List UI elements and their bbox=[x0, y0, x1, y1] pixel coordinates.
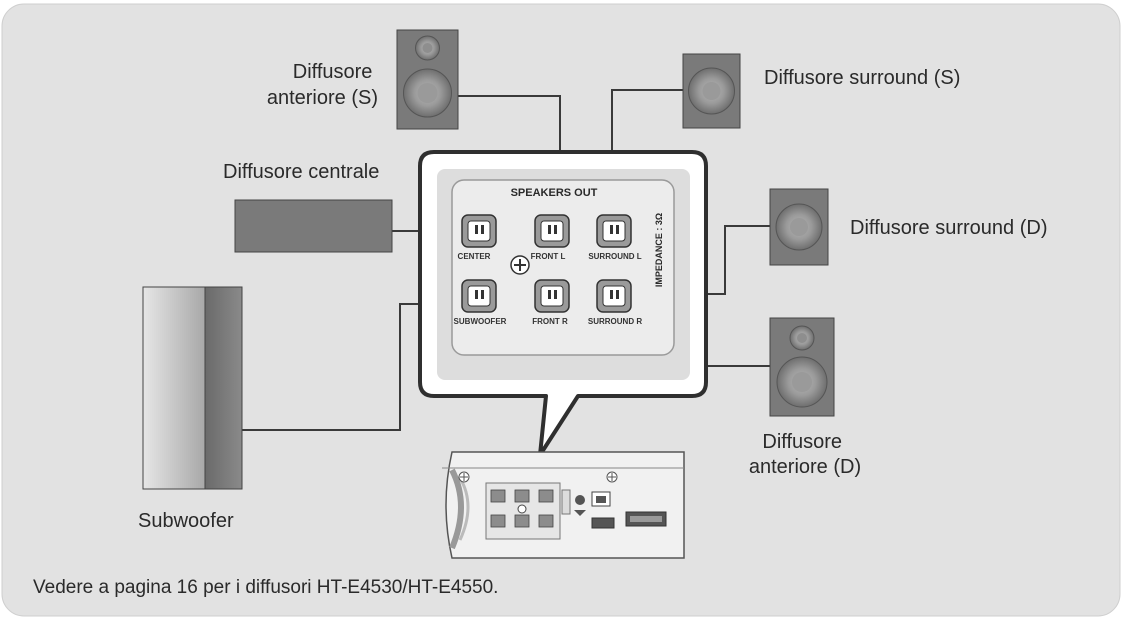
antenna-icon bbox=[574, 495, 586, 516]
label-subwoofer: Subwoofer bbox=[138, 510, 234, 532]
center-speaker bbox=[234, 199, 393, 253]
label-surround-right: Diffusore surround (D) bbox=[850, 217, 1047, 239]
label-front-left: Diffusore anteriore (S) bbox=[267, 61, 378, 109]
subwoofer-speaker bbox=[142, 286, 243, 490]
port-label-front-left: FRONT L bbox=[531, 252, 566, 261]
footer-note: Vedere a pagina 16 per i diffusori HT-E4… bbox=[33, 577, 498, 598]
port-front-left bbox=[534, 214, 570, 248]
front-left-speaker bbox=[396, 29, 459, 130]
speakers-out-callout: SPEAKERS OUT IMPEDANCE : 3Ω CENTER FRONT… bbox=[418, 150, 708, 457]
port-label-front-right: FRONT R bbox=[532, 317, 568, 326]
label-surround-left: Diffusore surround (S) bbox=[764, 67, 960, 89]
port-label-center: CENTER bbox=[458, 252, 491, 261]
surround-right-speaker bbox=[769, 188, 829, 266]
surround-left-speaker bbox=[682, 53, 741, 129]
receiver-rear-panel bbox=[442, 451, 685, 559]
port-label-surround-left: SURROUND L bbox=[588, 252, 641, 261]
impedance-label: IMPEDANCE : 3Ω bbox=[654, 213, 664, 287]
port-front-right bbox=[534, 279, 570, 313]
port-center bbox=[461, 214, 497, 248]
port-label-subwoofer: SUBWOOFER bbox=[454, 317, 507, 326]
hdmi-port bbox=[591, 517, 615, 529]
port-surround-right bbox=[596, 279, 632, 313]
front-right-speaker bbox=[769, 317, 835, 417]
screw-icon bbox=[606, 471, 618, 483]
label-center: Diffusore centrale bbox=[223, 161, 379, 183]
port-surround-left bbox=[596, 214, 632, 248]
speakers-out-panel bbox=[451, 179, 675, 356]
screw-icon bbox=[458, 471, 470, 483]
speakers-out-title: SPEAKERS OUT bbox=[511, 187, 598, 199]
port-subwoofer bbox=[461, 279, 497, 313]
label-front-right: Diffusore anteriore (D) bbox=[749, 431, 861, 478]
plus-icon bbox=[510, 255, 530, 275]
port-label-surround-right: SURROUND R bbox=[588, 317, 642, 326]
